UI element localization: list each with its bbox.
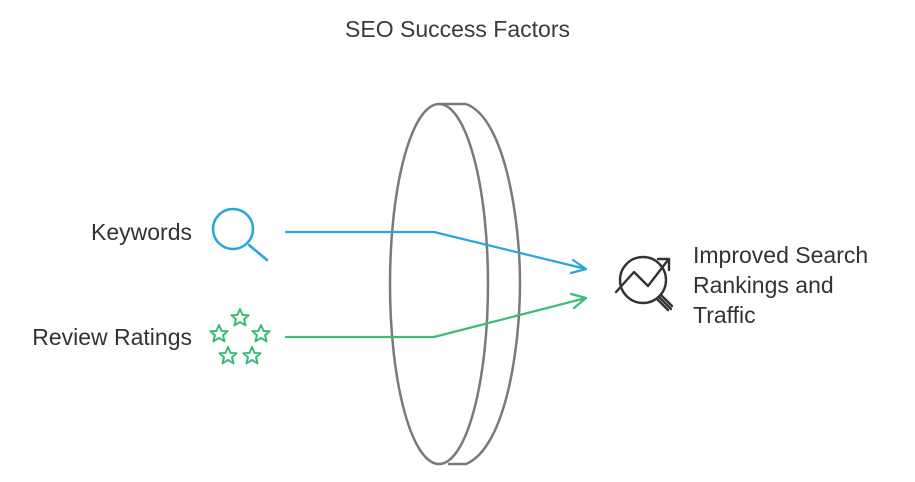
diagram-title: SEO Success Factors <box>345 16 570 42</box>
review-connector <box>284 292 588 339</box>
stars-icon <box>209 308 271 365</box>
outcome-label-line-3: Traffic <box>693 302 756 328</box>
outcome-label: Improved Search Rankings and Traffic <box>693 240 868 330</box>
lens-back-edge <box>448 102 522 466</box>
outcome-label-line-1: Improved Search <box>693 242 869 268</box>
keywords-arrowhead <box>569 258 588 275</box>
review-ratings-label: Review Ratings <box>32 324 192 350</box>
trend-search-icon <box>614 255 674 312</box>
outcome-label-line-2: Rankings and <box>693 272 834 298</box>
keywords-label: Keywords <box>91 219 192 245</box>
review-line <box>284 296 588 339</box>
magnifier-icon <box>211 207 269 262</box>
review-arrowhead <box>569 292 588 310</box>
lens-front-face <box>388 102 490 466</box>
keywords-line <box>284 230 588 271</box>
lens-shape <box>388 102 522 466</box>
keywords-connector <box>284 230 588 275</box>
